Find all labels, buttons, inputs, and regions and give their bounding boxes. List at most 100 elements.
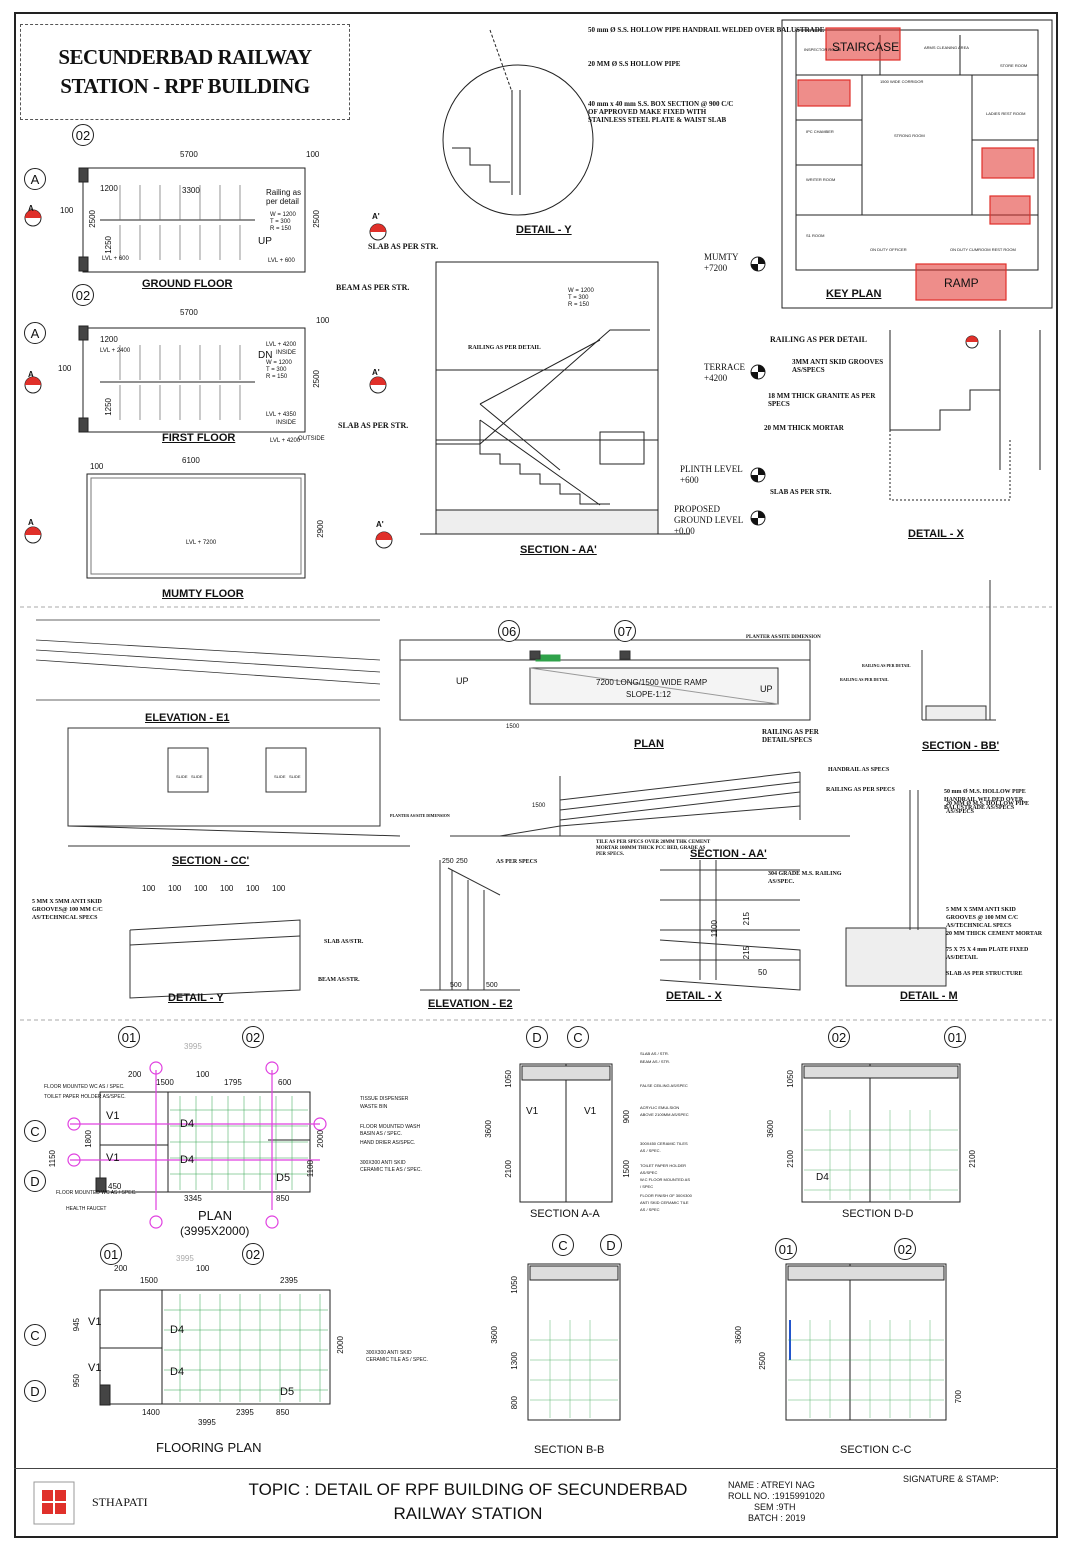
toilet-dim-1800: 1800: [84, 1130, 93, 1148]
level-name: PROPOSED: [674, 504, 721, 514]
sec-note-floor: FLOOR FINISH OF 300X300 ANTI SKID CERAMI…: [640, 1193, 692, 1212]
note-health-faucet: HEALTH FAUCET: [66, 1206, 107, 1212]
grid-label: D: [606, 1237, 616, 1253]
toilet-dim-1150: 1150: [48, 1150, 57, 1168]
sec-bb-800: 800: [510, 1396, 519, 1410]
detail-y-100-4: 100: [220, 884, 234, 893]
toilet-magenta-markers: [67, 1061, 327, 1229]
beam-y-note: BEAM AS/STR.: [318, 977, 360, 983]
lvl-4200-outside: LVL + 4200: [270, 438, 301, 444]
ms-railing-note: 304 GRADE M.S. RAILING AS/SPEC.: [768, 871, 842, 885]
section-b-b-label: SECTION B-B: [534, 1444, 605, 1456]
detail-y-100-1: 100: [142, 884, 156, 893]
grid-label: 01: [947, 1029, 963, 1045]
sec-aa-3600: 3600: [484, 1120, 493, 1138]
toilet-dim-1795: 1795: [224, 1078, 242, 1087]
section-letter-a-prime: A': [376, 520, 384, 529]
antiskid-y-note: 5 MM X 5MM ANTI SKID GROOVES@ 100 MM C/C…: [32, 899, 103, 921]
toilet-dim-3995-top: 3995: [184, 1042, 202, 1051]
ramp-label: RAMP: [944, 276, 979, 290]
ramp-railing-note: RAILING AS PER DETAIL/SPECS: [762, 728, 819, 744]
slide-label-3: SLIDE: [274, 774, 286, 779]
toilet-d4-bottom: D4: [180, 1154, 195, 1166]
detail-y-ramp-label: DETAIL - Y: [168, 992, 224, 1004]
stair-spec-w: W = 1200: [270, 212, 296, 218]
section-d-d-label: SECTION D-D: [842, 1208, 914, 1220]
e2-specs-note: AS PER SPECS: [496, 859, 538, 865]
sec-aa-v1-right: V1: [584, 1106, 597, 1117]
detail-x-top-label: DETAIL - X: [908, 528, 964, 540]
sec-note-acrylic: ACRYLIC EMULSION ABOVE 2100MM AS/SPEC: [640, 1105, 689, 1117]
sthapati-logo-graphic: [33, 1481, 75, 1525]
key-plan-label: KEY PLAN: [826, 288, 882, 300]
toilet-dim-100: 100: [196, 1070, 210, 1079]
grid-label: A: [30, 171, 40, 187]
beam-note: BEAM AS PER STR.: [336, 283, 410, 292]
pipe-note: 20 MM Ø S.S HOLLOW PIPE: [588, 60, 681, 68]
note-paper-holder: TOILET PAPER HOLDER AS/SPEC.: [44, 1094, 126, 1100]
level-value: ±0.00: [674, 526, 695, 536]
signature-stamp-label: SIGNATURE & STAMP:: [903, 1474, 999, 1484]
toilet-plan-label: PLAN: [198, 1208, 232, 1223]
sec-dd-d4: D4: [816, 1172, 829, 1183]
note-waste-bin: WASTE BIN: [360, 1104, 388, 1110]
toilet-d4-top: D4: [180, 1118, 195, 1130]
sec-aa-900: 900: [622, 1110, 631, 1124]
toilet-section-markers: [70, 1070, 320, 1210]
grid-label: 07: [617, 623, 633, 639]
dim-100-mumty: 100: [90, 462, 104, 471]
sec-cc-700: 700: [954, 1390, 963, 1404]
grid-label: 02: [831, 1029, 847, 1045]
grid-label: 02: [75, 287, 91, 303]
sec-note-beam: BEAM AS / STR.: [640, 1059, 671, 1064]
slab-note: SLAB AS PER STR.: [368, 242, 439, 251]
grid-bubble-01-secdd: 01: [944, 1026, 966, 1048]
m-pipe-note: 20 MM Ø M.S. HOLLOW PIPE AS/SPECS: [946, 801, 1030, 815]
dim-1200-gf: 1200: [100, 184, 118, 193]
section-aa-outline: [435, 261, 659, 511]
sec-dd-2100: 2100: [786, 1150, 795, 1168]
stair-spec-t: T = 300: [568, 295, 589, 301]
grid-bubble-02-plan: 02: [242, 1026, 264, 1048]
dim-1200-ff: 1200: [100, 335, 118, 344]
inside-label-ff-2: INSIDE: [276, 420, 297, 426]
e2-dim-250-2: 250: [456, 858, 468, 865]
note-tile: 300X300 ANTI SKID CERAMIC TILE AS / SPEC…: [360, 1160, 422, 1173]
dim-100-gf-right: 100: [306, 150, 320, 159]
ramp-plan-label: PLAN: [634, 738, 664, 750]
floor-dim-200: 200: [114, 1264, 128, 1273]
key-room-store: STORE ROOM: [1000, 63, 1028, 68]
grid-label: 06: [501, 623, 517, 639]
plinth-level: PLINTH LEVEL+600: [680, 464, 743, 486]
grid-bubble-d-floor: D: [24, 1380, 46, 1402]
level-name-2: GROUND LEVEL: [674, 515, 744, 525]
section-c-c-linework: [785, 1263, 947, 1421]
detail-y-circle: [442, 64, 594, 216]
stair-spec-section: W = 1200 T = 300 R = 150: [568, 288, 594, 309]
grid-bubble-a-ff: A: [24, 322, 46, 344]
m-mortar-note: 20 MM THICK CEMENT MORTAR: [946, 931, 1043, 937]
slab-y-note: SLAB AS/STR.: [324, 939, 364, 945]
grid-label: C: [30, 1123, 40, 1139]
stair-spec-r: R = 150: [568, 302, 590, 308]
stair-spec-t: T = 300: [270, 219, 291, 225]
e2-dim-250-1: 250: [442, 858, 454, 865]
toilet-dim-450: 450: [108, 1182, 122, 1191]
topic-line-2: RAILWAY STATION: [393, 1504, 543, 1523]
key-plan-frame: [781, 19, 1053, 309]
detail-x-215-1: 215: [742, 912, 751, 926]
section-letter-a-prime: A': [372, 368, 380, 377]
topic-line-1: TOPIC : DETAIL OF RPF BUILDING OF SECUND…: [248, 1480, 688, 1499]
grid-bubble-d-plan: D: [24, 1170, 46, 1192]
ramp-up-left: UP: [456, 676, 469, 686]
grid-bubble-02-secdd: 02: [828, 1026, 850, 1048]
outside-label: OUTSIDE: [298, 436, 325, 442]
dim-100-gf: 100: [60, 206, 74, 215]
floor-dim-850: 850: [276, 1408, 290, 1417]
railing-specs-note: RAILING AS PER SPECS: [826, 787, 895, 793]
antiskid-note: 3MM ANTI SKID GROOVES AS/SPECS: [792, 358, 884, 374]
sec-note-tiles: 300X450 CERAMIC TILES AS / SPEC.: [640, 1141, 688, 1153]
footer-divider: [14, 1468, 1058, 1469]
grid-bubble-06-ramp: 06: [498, 620, 520, 642]
note-wc-1: FLOOR MOUNTED WC AS / SPEC.: [44, 1084, 125, 1090]
